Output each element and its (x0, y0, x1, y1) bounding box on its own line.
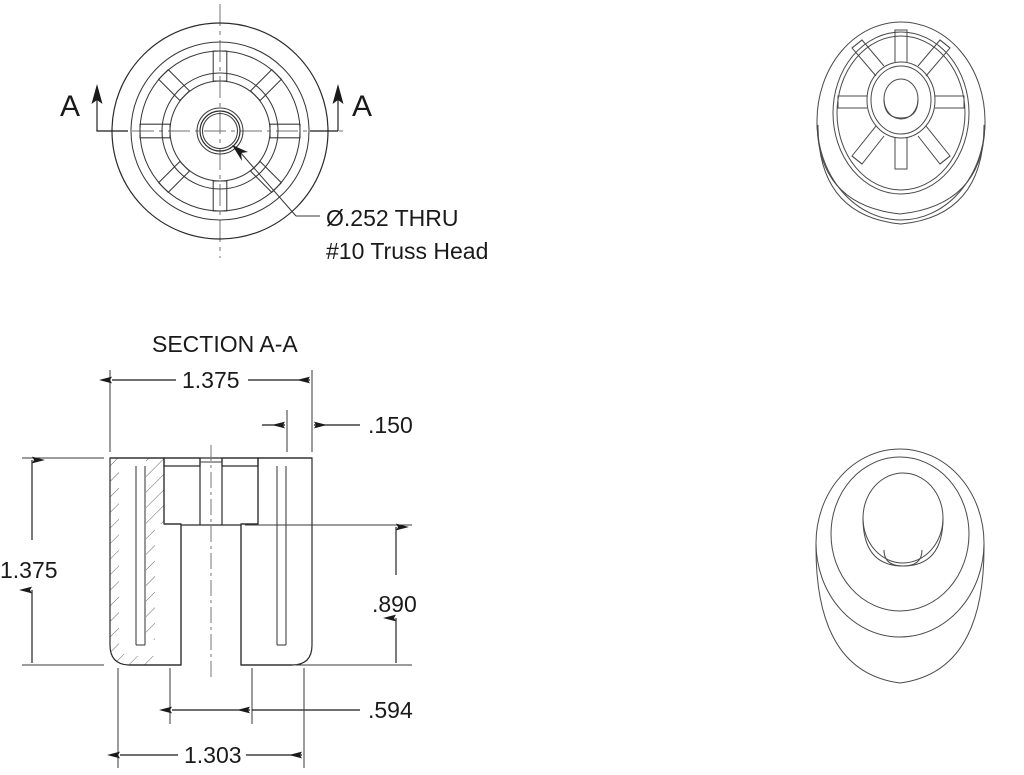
mid-ring-circle (161, 72, 279, 190)
dim-overall-width-text: 1.375 (182, 367, 240, 393)
spoke-group (139, 50, 301, 212)
isometric-view-top-face (815, 448, 985, 684)
leader-note-line1: Ø.252 THRU (326, 205, 459, 231)
rim-inner-circle (130, 41, 310, 221)
isometric-view-bottom-face (816, 21, 986, 225)
boss-circle (196, 107, 244, 155)
section-geometry (109, 457, 313, 666)
dimension-overall-width: 1.375 (99, 367, 313, 452)
dimension-bore-diameter: .594 (159, 668, 413, 724)
section-view: SECTION A-A (0, 331, 417, 768)
leader-arrowhead (232, 145, 248, 161)
section-letter-right: A (352, 90, 372, 123)
top-web-right (221, 457, 259, 467)
through-hole-circle (199, 110, 241, 152)
dimension-overall-height: 1.375 (0, 456, 104, 666)
top-view: A A Ø.252 THRU #10 Truss Head (60, 4, 488, 264)
leader-note: Ø.252 THRU #10 Truss Head (232, 145, 488, 264)
through-hole-inner-circle (201, 112, 239, 150)
dim-base-width-text: 1.303 (184, 742, 242, 768)
iso-rib-group (837, 29, 965, 170)
dimension-bore-depth: .890 (245, 523, 417, 666)
section-letter-left: A (60, 90, 80, 123)
dim-overall-height-text: 1.375 (0, 557, 58, 583)
section-arrow-right: A (310, 84, 372, 132)
section-title: SECTION A-A (152, 331, 298, 357)
leader-line (239, 151, 297, 217)
dim-bore-diameter-text: .594 (368, 697, 413, 723)
leader-note-line2: #10 Truss Head (326, 238, 488, 264)
dim-wall-thickness-text: .150 (368, 412, 413, 438)
top-web-left (163, 457, 201, 467)
dimension-wall-thickness: .150 (262, 410, 413, 452)
section-arrow-left: A (60, 84, 128, 132)
dimension-base-width: 1.303 (107, 668, 305, 768)
dim-bore-depth-text: .890 (372, 591, 417, 617)
